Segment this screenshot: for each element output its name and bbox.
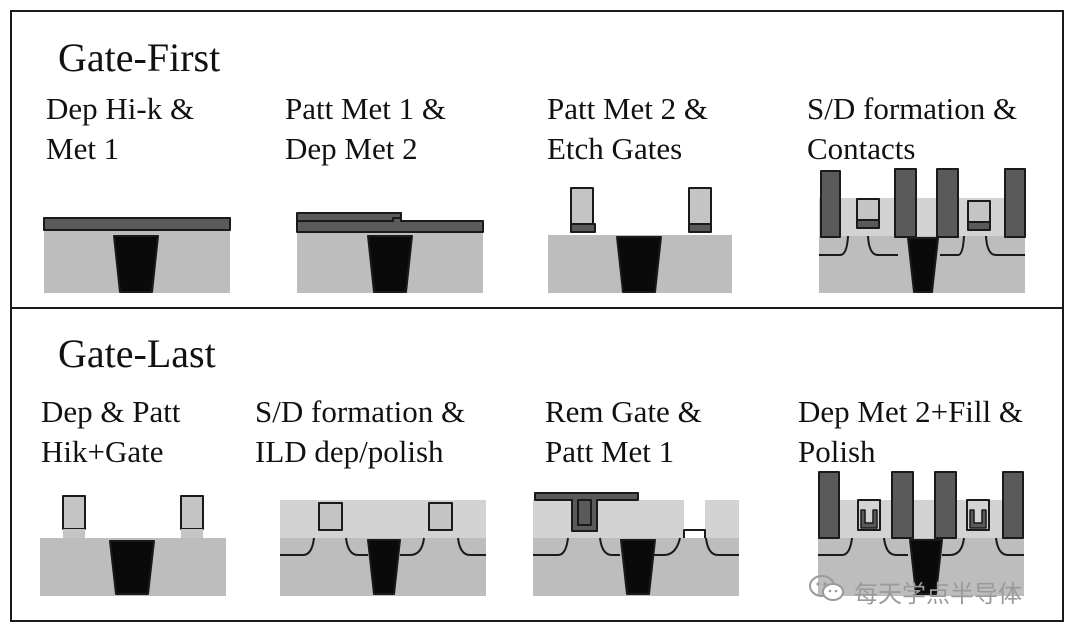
metal-1-layer	[534, 492, 639, 532]
trench-isolation	[620, 539, 656, 595]
gate	[967, 200, 991, 223]
metal-1-layer	[296, 212, 402, 222]
gate-left	[570, 187, 594, 225]
ild-layer	[280, 500, 486, 538]
ild-layer	[819, 198, 1025, 236]
step-label-line: Contacts	[807, 131, 916, 166]
gate-first-step-2-label: Patt Met 1 & Dep Met 2	[285, 89, 446, 169]
gate-last-step-3-label: Rem Gate & Patt Met 1	[545, 392, 702, 472]
trench-isolation	[113, 235, 159, 293]
dummy-gate	[318, 502, 343, 531]
wechat-icon	[808, 574, 846, 609]
gate-right-metal	[688, 223, 712, 233]
replacement-gate-metal	[860, 509, 878, 529]
section-divider	[10, 307, 1064, 309]
gate-first-step-4-label: S/D formation & Contacts	[807, 89, 1017, 169]
gate-last-step-1-label: Dep & Patt Hik+Gate	[41, 392, 181, 472]
step-label-line: ILD dep/polish	[255, 434, 444, 469]
contact	[934, 471, 957, 539]
source-drain-junctions	[818, 537, 1024, 556]
contact	[1004, 168, 1026, 238]
step-label-line: Dep Hi-k &	[46, 91, 195, 126]
gate-trench-outline	[683, 529, 706, 538]
step-label-line: Rem Gate &	[545, 394, 702, 429]
gate-first-step-1-label: Dep Hi-k & Met 1	[46, 89, 194, 169]
dummy-gate	[428, 502, 453, 531]
contact	[891, 471, 914, 539]
step-label-line: Dep Met 2	[285, 131, 418, 166]
contact	[1002, 471, 1024, 539]
step-label-line: Dep & Patt	[41, 394, 181, 429]
step-label-line: Patt Met 2 &	[547, 91, 709, 126]
step-label-line: Hik+Gate	[41, 434, 164, 469]
gate-right	[688, 187, 712, 225]
gate-first-step-2-diagram	[296, 212, 484, 293]
ild-layer	[705, 500, 739, 538]
trench-isolation	[907, 237, 939, 293]
gate-metal	[856, 219, 880, 229]
step-label-line: Met 1	[46, 131, 120, 166]
replacement-gate-metal	[969, 509, 987, 529]
hik-layer-right	[181, 529, 203, 538]
metal-2-layer	[296, 217, 484, 233]
gate-metal	[967, 221, 991, 231]
watermark: 每天学点半导体	[808, 572, 1022, 610]
step-label-line: Patt Met 1	[545, 434, 675, 469]
source-drain-junctions	[280, 537, 486, 556]
gate-first-heading: Gate-First	[58, 35, 221, 80]
ild-layer	[533, 500, 684, 538]
gate-first-step-4-diagram	[819, 168, 1026, 293]
metal-1-layer	[43, 217, 231, 231]
gate-first-step-1-diagram	[43, 217, 231, 293]
gate-last-step-4-label: Dep Met 2+Fill & Polish	[798, 392, 1023, 472]
dummy-gate-left	[62, 495, 86, 530]
step-label-line: Dep Met 2+Fill &	[798, 394, 1024, 429]
gate-first-step-3-label: Patt Met 2 & Etch Gates	[547, 89, 708, 169]
step-label-line: S/D formation &	[255, 394, 466, 429]
trench-isolation	[367, 235, 413, 293]
step-label-line: Polish	[798, 434, 876, 469]
gate-last-step-1-diagram	[40, 495, 226, 596]
ild-layer	[818, 500, 1024, 538]
contact	[936, 168, 959, 238]
gate	[856, 198, 880, 221]
source-drain-junctions	[819, 235, 1025, 256]
source-drain-junctions	[533, 537, 739, 556]
trench-isolation	[367, 539, 401, 595]
contact	[894, 168, 917, 238]
gate-last-step-3-diagram	[533, 492, 739, 596]
watermark-text: 每天学点半导体	[854, 579, 1022, 608]
gate-last-step-2-label: S/D formation & ILD dep/polish	[255, 392, 465, 472]
dummy-gate-right	[180, 495, 204, 530]
gate-last-step-4-diagram	[818, 471, 1024, 596]
step-label-line: S/D formation &	[807, 91, 1018, 126]
contact	[818, 471, 840, 539]
contact	[820, 170, 841, 238]
trench-isolation	[109, 540, 155, 595]
gate-last-heading: Gate-Last	[58, 331, 216, 376]
gate-last-step-2-diagram	[280, 500, 486, 596]
trench-isolation	[616, 236, 662, 293]
step-label-line: Patt Met 1 &	[285, 91, 447, 126]
step-label-line: Etch Gates	[547, 131, 683, 166]
gate-first-step-3-diagram	[548, 187, 732, 293]
gate-left-metal	[570, 223, 596, 233]
trench-isolation	[909, 539, 943, 595]
hik-layer-left	[63, 529, 85, 538]
